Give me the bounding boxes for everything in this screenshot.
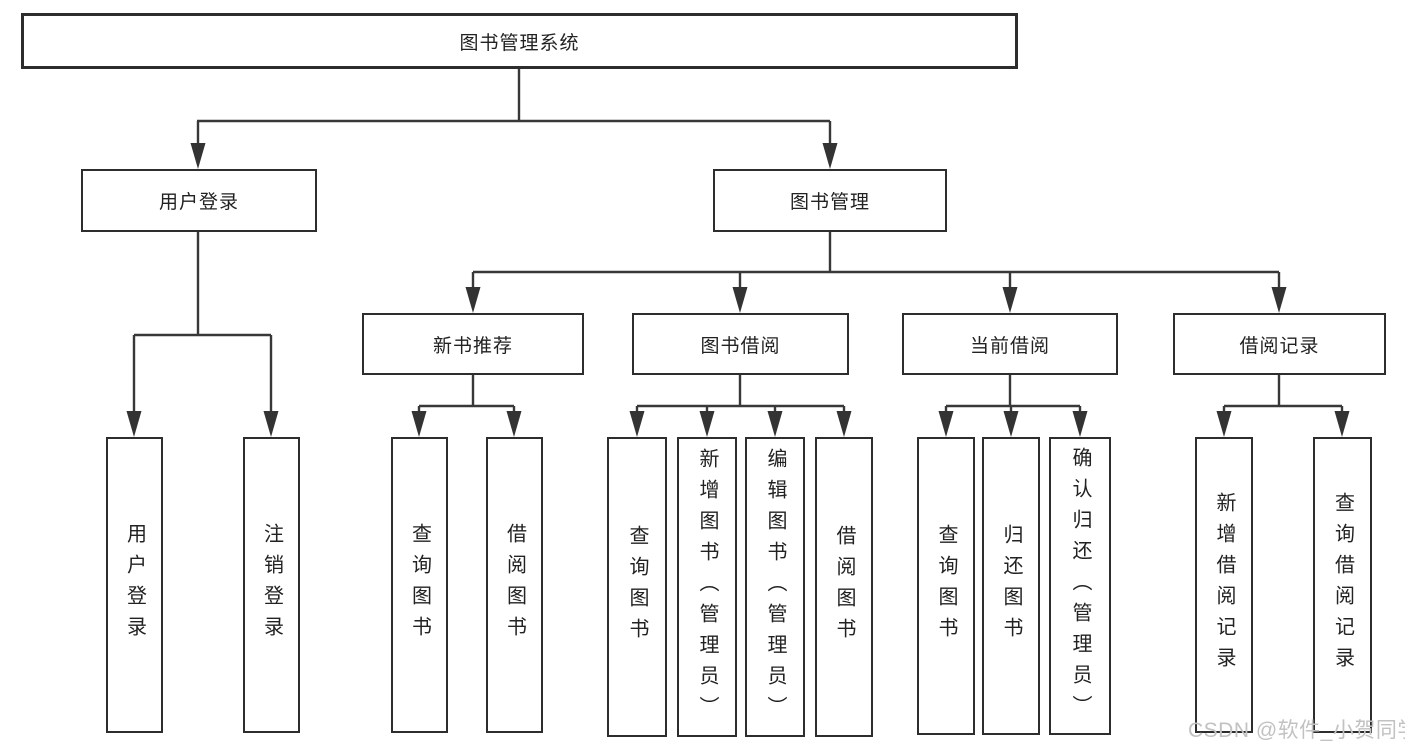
node-leaf-confirm-return-admin-label: 确认归还（管理员）: [1069, 446, 1091, 726]
node-leaf-logout-label: 注销登录: [260, 523, 283, 647]
node-leaf-edit-books-admin-label: 编辑图书（管理员）: [764, 447, 786, 727]
node-book-borrowing-label: 图书借阅: [700, 335, 781, 357]
node-leaf-return-books-label: 归还图书: [1000, 524, 1022, 648]
node-leaf-query-borrow-record-label: 查询借阅记录: [1331, 492, 1354, 678]
node-leaf-query-books-1-label: 查询图书: [408, 523, 431, 647]
node-library-system: 图书管理系统: [21, 13, 1018, 69]
node-leaf-return-books: 归还图书: [982, 437, 1040, 735]
node-leaf-borrow-books-2: 借阅图书: [815, 437, 873, 737]
node-leaf-user-login-label: 用户登录: [123, 523, 146, 647]
node-leaf-add-borrow-record: 新增借阅记录: [1195, 437, 1253, 733]
node-leaf-query-books-3: 查询图书: [917, 437, 975, 735]
node-leaf-add-borrow-record-label: 新增借阅记录: [1213, 492, 1235, 678]
node-book-management: 图书管理: [713, 169, 947, 232]
node-leaf-user-login: 用户登录: [106, 437, 163, 733]
node-leaf-logout: 注销登录: [243, 437, 300, 733]
node-library-system-label: 图书管理系统: [459, 32, 580, 54]
node-borrow-records: 借阅记录: [1173, 313, 1386, 375]
node-current-borrowing: 当前借阅: [902, 313, 1118, 375]
watermark: CSDN @软件_小贺同学: [1188, 719, 1405, 742]
node-current-borrowing-label: 当前借阅: [969, 335, 1050, 357]
node-new-book-recommend-label: 新书推荐: [432, 335, 513, 357]
node-leaf-query-books-1: 查询图书: [391, 437, 448, 733]
node-leaf-borrow-books-1-label: 借阅图书: [503, 523, 526, 647]
node-user-login-group: 用户登录: [81, 169, 317, 232]
node-leaf-add-books-admin-label: 新增图书（管理员）: [696, 447, 718, 727]
node-user-login-group-label: 用户登录: [158, 192, 239, 213]
node-borrow-records-label: 借阅记录: [1239, 335, 1320, 357]
node-leaf-query-books-2-label: 查询图书: [626, 525, 648, 649]
node-book-borrowing: 图书借阅: [632, 313, 849, 375]
node-leaf-borrow-books-2-label: 借阅图书: [833, 525, 855, 649]
node-leaf-query-books-2: 查询图书: [607, 437, 667, 737]
node-leaf-add-books-admin: 新增图书（管理员）: [677, 437, 737, 737]
node-book-management-label: 图书管理: [789, 192, 870, 213]
node-new-book-recommend: 新书推荐: [362, 313, 584, 375]
node-leaf-borrow-books-1: 借阅图书: [486, 437, 543, 733]
node-leaf-edit-books-admin: 编辑图书（管理员）: [745, 437, 805, 737]
node-leaf-query-borrow-record: 查询借阅记录: [1313, 437, 1372, 733]
node-leaf-query-books-3-label: 查询图书: [935, 524, 957, 648]
node-leaf-confirm-return-admin: 确认归还（管理员）: [1049, 437, 1111, 735]
